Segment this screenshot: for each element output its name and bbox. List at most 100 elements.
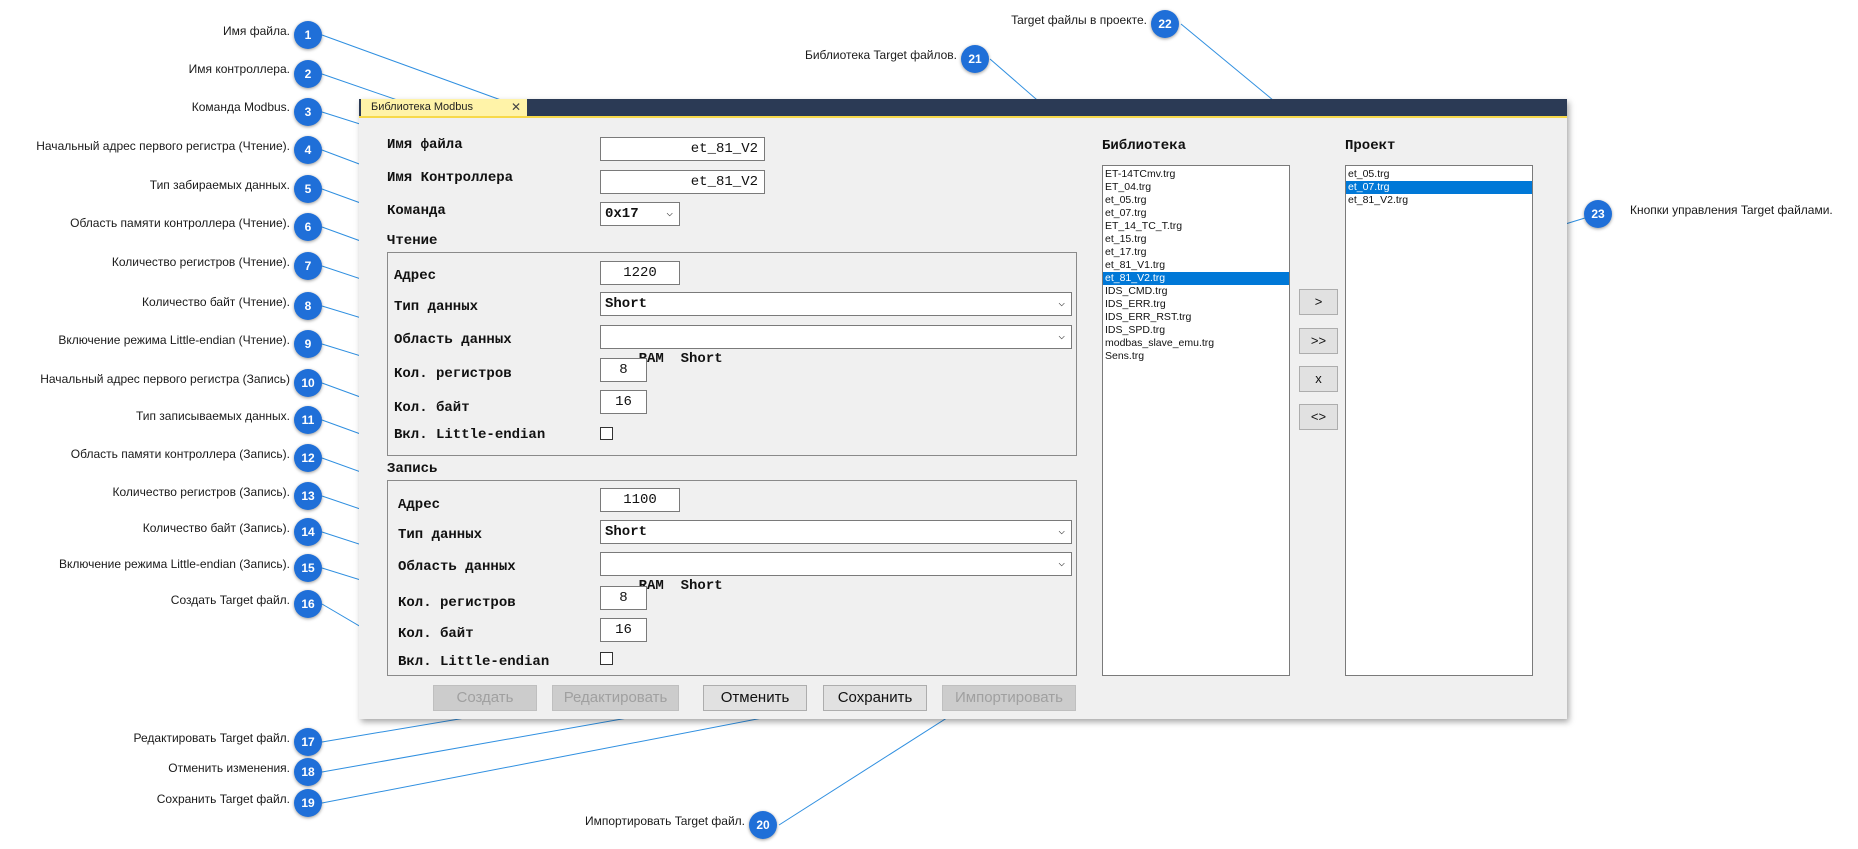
read-address-input[interactable]: 1220 [600,261,680,285]
annotation-label-9: Включение режима Little-endian (Чтение). [58,333,290,347]
read-data-type-select[interactable]: Short ⌵ [600,292,1072,316]
write-reg-count-input[interactable]: 8 [600,586,647,610]
annotation-badge-3: 3 [294,98,322,126]
read-little-endian-checkbox[interactable] [600,427,613,440]
import-button[interactable]: Импортировать [942,685,1076,711]
add-button[interactable]: > [1299,289,1338,315]
tab-modbus-library[interactable]: Библиотека Modbus ✕ [361,99,527,116]
annotation-label-20: Импортировать Target файл. [584,814,745,828]
annotation-label-5: Тип забираемых данных. [149,178,290,192]
read-data-type-label: Тип данных [394,299,479,315]
read-reg-count-input[interactable]: 8 [600,358,647,382]
chevron-down-icon: ⌵ [666,208,673,220]
project-list-item[interactable]: et_81_V2.trg [1348,194,1409,206]
read-data-area-value: RAM Short [638,351,723,367]
read-byte-count-label: Кол. байт [394,400,470,416]
write-data-type-label: Тип данных [398,527,483,543]
library-list-item[interactable]: IDS_CMD.trg [1105,285,1168,297]
annotation-label-8: Количество байт (Чтение). [142,295,290,309]
library-title: Библиотека [1102,138,1187,154]
close-icon[interactable]: ✕ [510,100,521,114]
write-byte-count-label: Кол. байт [398,626,474,642]
library-list-item[interactable]: et_81_V2.trg [1103,272,1289,285]
library-list-item[interactable]: ET_14_TC_T.trg [1105,220,1183,232]
chevron-down-icon: ⌵ [1058,331,1065,343]
controller-name-input[interactable]: et_81_V2 [600,170,765,194]
command-value: 0x17 [605,206,639,222]
annotation-label-22: Target файлы в проекте. [1011,13,1147,27]
read-little-endian-label: Вкл. Little-endian [394,427,546,443]
annotation-badge-18: 18 [294,758,322,786]
write-little-endian-checkbox[interactable] [600,652,613,665]
annotation-badge-21: 21 [961,45,989,73]
library-list-item[interactable]: ET-14TCmv.trg [1105,168,1176,180]
write-data-area-select[interactable]: RAM Short ⌵ [600,552,1072,594]
library-list-item[interactable]: et_17.trg [1105,246,1147,258]
annotation-badge-23: 23 [1584,200,1612,228]
annotation-badge-19: 19 [294,789,322,817]
write-section-title: Запись [387,461,438,477]
project-title: Проект [1345,138,1396,154]
annotation-badge-17: 17 [294,728,322,756]
edit-button[interactable]: Редактировать [552,685,679,711]
annotation-badge-16: 16 [294,590,322,618]
read-reg-count-label: Кол. регистров [394,366,512,382]
annotation-label-6: Область памяти контроллера (Чтение). [70,216,290,230]
annotation-label-13: Количество регистров (Запись). [112,485,290,499]
annotation-badge-15: 15 [294,554,322,582]
annotation-badge-9: 9 [294,330,322,358]
annotation-badge-4: 4 [294,136,322,164]
annotation-badge-2: 2 [294,60,322,88]
annotation-label-11: Тип записываемых данных. [135,409,290,423]
annotation-label-4: Начальный адрес первого регистра (Чтение… [36,139,290,153]
annotation-label-21: Библиотека Target файлов. [804,48,957,62]
annotation-label-16: Создать Target файл. [170,593,290,607]
library-list-item[interactable]: modbas_slave_emu.trg [1105,337,1215,349]
modbus-library-window: Библиотека Modbus ✕ Имя файла et_81_V2 И… [359,99,1567,719]
annotation-label-10: Начальный адрес первого регистра (Запись… [40,372,290,386]
command-select[interactable]: 0x17 ⌵ [600,202,680,226]
library-list-item[interactable]: IDS_SPD.trg [1105,324,1166,336]
write-data-type-select[interactable]: Short ⌵ [600,520,1072,544]
read-group [387,252,1077,456]
annotation-label-18: Отменить изменения. [168,761,290,775]
create-button[interactable]: Создать [433,685,537,711]
library-list-item[interactable]: et_05.trg [1105,194,1147,206]
write-address-label: Адрес [398,497,441,513]
library-list-item[interactable]: ET_04.trg [1105,181,1152,193]
annotation-badge-8: 8 [294,292,322,320]
file-name-input[interactable]: et_81_V2 [600,137,765,161]
library-list-item[interactable]: et_07.trg [1105,207,1147,219]
annotation-badge-11: 11 [294,406,322,434]
annotation-label-14: Количество байт (Запись). [142,521,290,535]
project-list-item[interactable]: et_05.trg [1348,168,1390,180]
annotation-badge-10: 10 [294,369,322,397]
cancel-button[interactable]: Отменить [703,685,807,711]
write-group [387,480,1077,676]
read-byte-count-input[interactable]: 16 [600,390,647,414]
project-list-item[interactable]: et_07.trg [1346,181,1532,194]
library-list-item[interactable]: Sens.trg [1105,350,1145,362]
write-little-endian-label: Вкл. Little-endian [398,654,550,670]
read-data-area-select[interactable]: RAM Short ⌵ [600,325,1072,367]
library-list-item[interactable]: IDS_ERR_RST.trg [1105,311,1192,323]
write-address-input[interactable]: 1100 [600,488,680,512]
add-all-button[interactable]: >> [1299,328,1338,354]
library-list-item[interactable]: et_15.trg [1105,233,1147,245]
swap-button[interactable]: <> [1299,404,1338,430]
annotation-badge-5: 5 [294,175,322,203]
controller-name-label: Имя Контроллера [387,170,514,186]
library-list-item[interactable]: et_81_V1.trg [1105,259,1166,271]
chevron-down-icon: ⌵ [1058,558,1065,570]
save-button[interactable]: Сохранить [823,685,927,711]
write-byte-count-input[interactable]: 16 [600,618,647,642]
annotation-badge-7: 7 [294,252,322,280]
library-list-item[interactable]: IDS_ERR.trg [1105,298,1166,310]
annotation-badge-12: 12 [294,444,322,472]
command-label: Команда [387,203,446,219]
remove-button[interactable]: x [1299,366,1338,392]
annotation-badge-20: 20 [749,811,777,839]
write-data-type-value: Short [605,524,648,540]
